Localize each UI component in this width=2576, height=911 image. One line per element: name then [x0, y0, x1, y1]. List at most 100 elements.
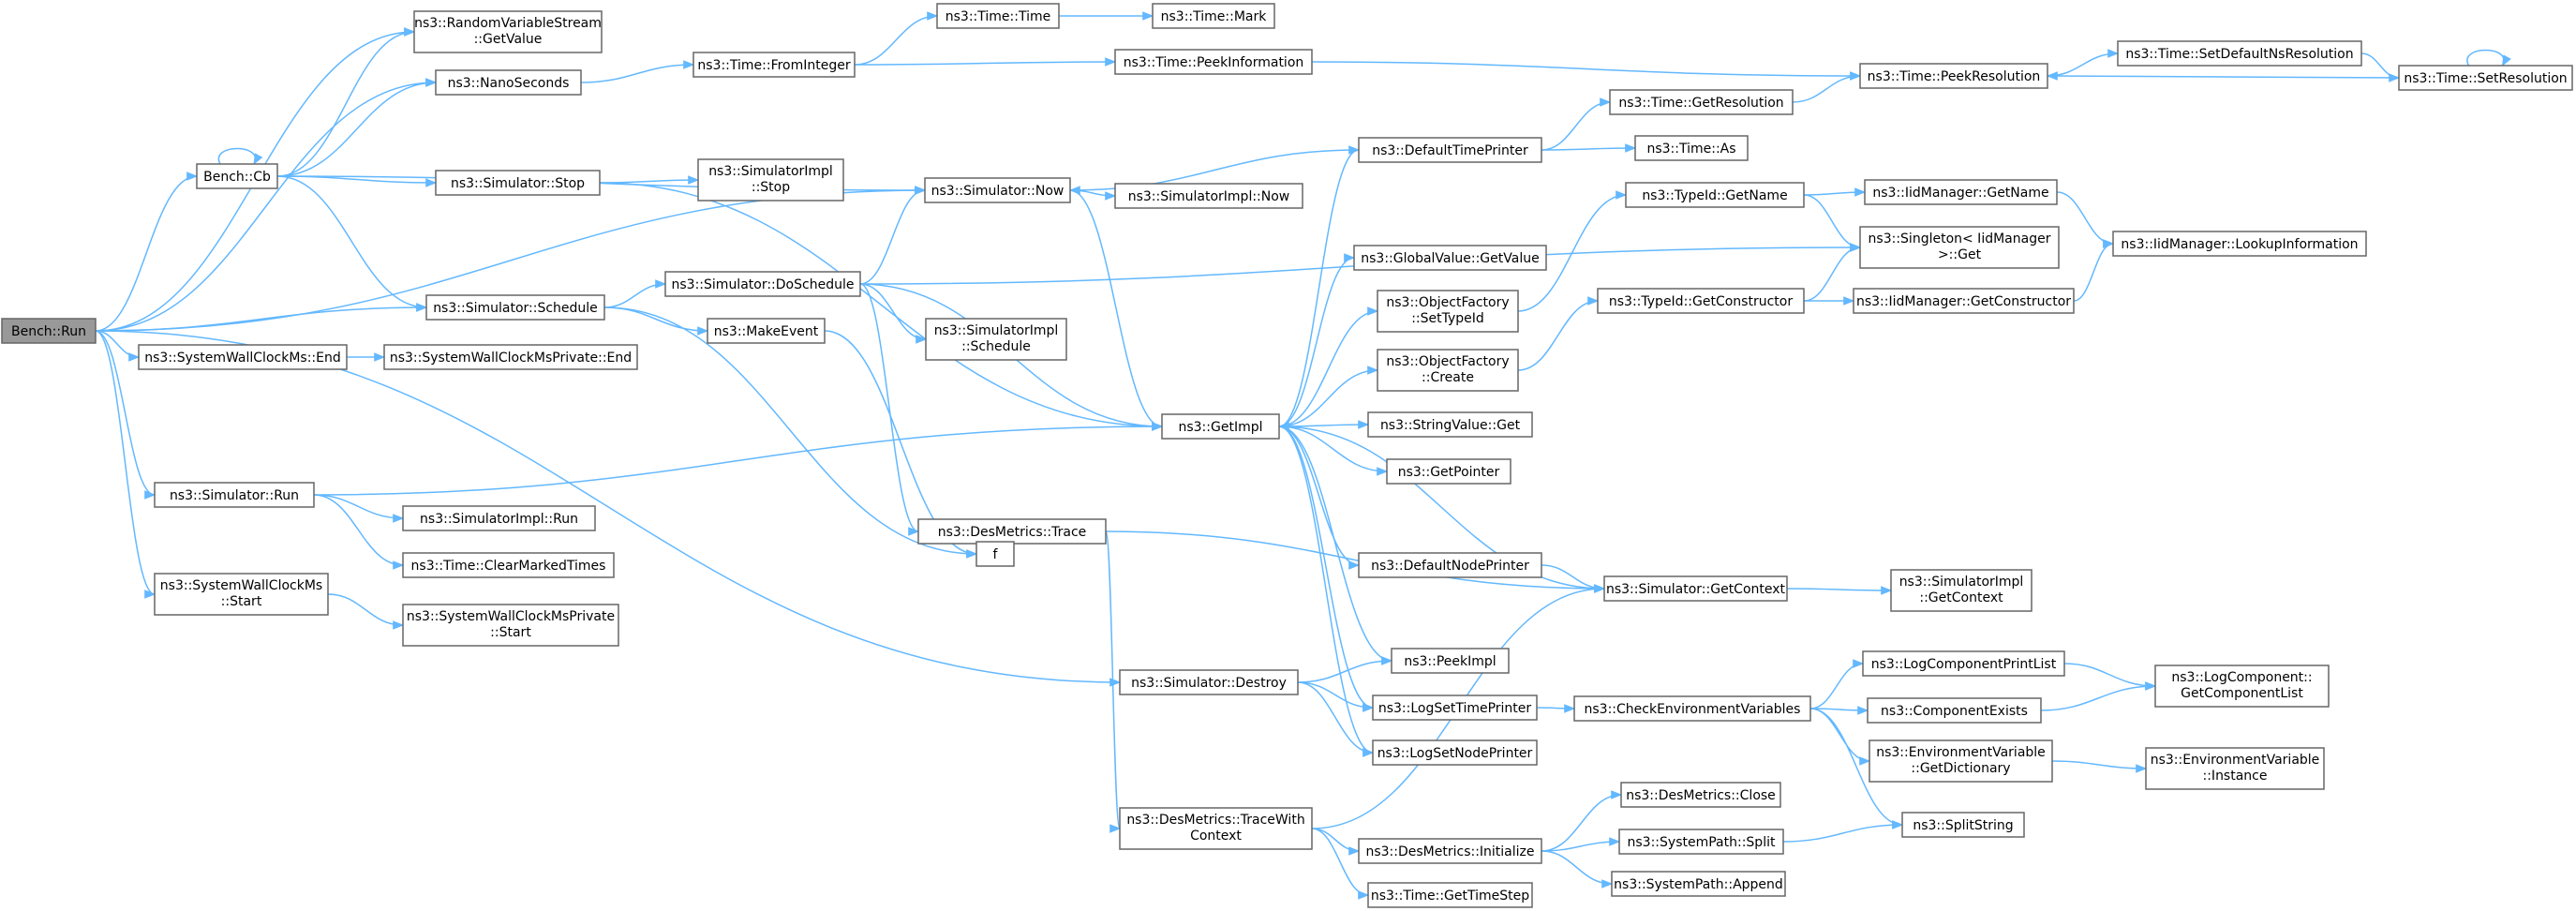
node-swcp-start[interactable]: ns3::SystemWallClockMsPrivate::Start — [402, 604, 619, 647]
node-splitstring[interactable]: ns3::SplitString — [1901, 812, 2025, 838]
node-bench-run[interactable]: Bench::Run — [1, 318, 97, 344]
edge-logcomponentprintlist-to-logcomponent_getlist — [2063, 663, 2157, 691]
node-getpointer[interactable]: ns3::GetPointer — [1386, 458, 1511, 485]
node-sim-now[interactable]: ns3::Simulator::Now — [924, 177, 1071, 203]
node-sim-run[interactable]: ns3::Simulator::Run — [154, 482, 315, 508]
node-simimpl-schedule[interactable]: ns3::SimulatorImpl::Schedule — [925, 318, 1067, 361]
node-stringvalue-get[interactable]: ns3::StringValue::Get — [1367, 411, 1533, 438]
node-time-clearmarked[interactable]: ns3::Time::ClearMarkedTimes — [402, 552, 615, 578]
nodes-layer: Bench::Run Bench::Cb ns3::RandomVariableSt… — [1, 3, 2573, 908]
node-desmetrics-initialize[interactable]: ns3::DesMetrics::Initialize — [1358, 838, 1542, 864]
node-f[interactable]: f — [975, 541, 1015, 567]
node-box — [413, 10, 603, 53]
edge-objfactory_settypeid-to-typeid_getname — [1517, 190, 1628, 312]
node-iid-getconstructor[interactable]: ns3::IidManager::GetConstructor — [1853, 288, 2075, 314]
node-time-mark[interactable]: ns3::Time::Mark — [1152, 3, 1275, 29]
node-box — [1372, 739, 1538, 766]
node-logcomponent-getlist[interactable]: ns3::LogComponent::GetComponentList — [2154, 665, 2330, 708]
node-objfactory-settypeid[interactable]: ns3::ObjectFactory::SetTypeId — [1377, 290, 1519, 333]
edge-time_peekinformation-to-time_peekresolution — [1311, 61, 1862, 81]
node-label: ns3::SimulatorImpl::Now — [1128, 189, 1290, 204]
node-label: ::SetTypeId — [1411, 311, 1484, 326]
node-simimpl-stop[interactable]: ns3::SimulatorImpl::Stop — [697, 158, 844, 202]
node-box — [1386, 458, 1511, 485]
node-label: ns3::SimulatorImpl::Run — [420, 512, 578, 527]
node-defaultnodeprinter[interactable]: ns3::DefaultNodePrinter — [1358, 552, 1542, 578]
node-iid-getname[interactable]: ns3::IidManager::GetName — [1864, 179, 2058, 205]
node-label: ns3::Simulator::Stop — [451, 176, 585, 191]
node-box — [1372, 694, 1538, 721]
node-label: ns3::Time::As — [1646, 142, 1735, 157]
edge-sim_run-to-simimpl_run — [313, 494, 405, 523]
node-label: ns3::SplitString — [1913, 818, 2013, 833]
node-globalvalue-getvalue[interactable]: ns3::GlobalValue::GetValue — [1353, 245, 1547, 271]
node-time-peekresolution[interactable]: ns3::Time::PeekResolution — [1859, 63, 2048, 89]
node-iid-lookupinfo[interactable]: ns3::IidManager::LookupInformation — [2112, 231, 2367, 257]
node-systempath-split[interactable]: ns3::SystemPath::Split — [1618, 829, 1784, 855]
node-nanoseconds[interactable]: ns3::NanoSeconds — [435, 69, 582, 96]
edge-getimpl-to-defaulttimeprinter — [1278, 145, 1361, 427]
node-label: ns3::SystemWallClockMs::End — [144, 351, 340, 366]
node-getimpl[interactable]: ns3::GetImpl — [1161, 413, 1280, 440]
node-label: ns3::SimulatorImpl — [1899, 575, 2024, 590]
node-objfactory-create[interactable]: ns3::ObjectFactory::Create — [1377, 349, 1519, 392]
node-label: GetComponentList — [2181, 686, 2303, 701]
node-logsettimeprinter[interactable]: ns3::LogSetTimePrinter — [1372, 694, 1538, 721]
node-simimpl-getcontext[interactable]: ns3::SimulatorImpl::GetContext — [1890, 569, 2033, 612]
edge-objfactory_create-to-typeid_getconstructor — [1517, 296, 1600, 371]
node-singleton-get[interactable]: ns3::Singleton< IidManager >::Get — [1859, 226, 2060, 269]
node-makeevent[interactable]: ns3::MakeEvent — [707, 318, 826, 344]
node-typeid-getconstructor[interactable]: ns3::TypeId::GetConstructor — [1597, 288, 1805, 314]
node-label: ns3::Simulator::Schedule — [433, 301, 598, 316]
node-peekimpl[interactable]: ns3::PeekImpl — [1391, 648, 1510, 674]
node-time-frominteger[interactable]: ns3::Time::FromInteger — [692, 52, 856, 78]
node-time-time[interactable]: ns3::Time::Time — [936, 3, 1060, 29]
node-bench-cb[interactable]: Bench::Cb — [196, 163, 278, 189]
node-time-setresolution[interactable]: ns3::Time::SetResolution — [2398, 65, 2573, 91]
node-time-setdefaultns[interactable]: ns3::Time::SetDefaultNsResolution — [2117, 40, 2362, 67]
node-simimpl-run[interactable]: ns3::SimulatorImpl::Run — [402, 505, 596, 531]
node-label: ns3::ComponentExists — [1881, 704, 2028, 719]
node-label: ns3::Time::Time — [946, 9, 1050, 24]
node-sim-schedule[interactable]: ns3::Simulator::Schedule — [425, 294, 605, 321]
node-envvar-instance[interactable]: ns3::EnvironmentVariable::Instance — [2145, 747, 2325, 790]
node-sim-getcontext[interactable]: ns3::Simulator::GetContext — [1603, 575, 1788, 602]
edge-sim_destroy-to-logsettimeprinter — [1297, 681, 1375, 712]
node-defaulttimeprinter[interactable]: ns3::DefaultTimePrinter — [1358, 137, 1542, 163]
node-label: ns3::SystemWallClockMsPrivate::End — [390, 351, 632, 366]
node-typeid-getname[interactable]: ns3::TypeId::GetName — [1625, 182, 1805, 208]
edge-sim_getcontext-to-getimpl — [1277, 422, 1605, 590]
node-logcomponentprintlist[interactable]: ns3::LogComponentPrintList — [1862, 650, 2065, 677]
node-swc-start[interactable]: ns3::SystemWallClockMs::Start — [154, 573, 329, 616]
node-desmetrics-close[interactable]: ns3::DesMetrics::Close — [1620, 782, 1781, 808]
node-label: ns3::Simulator::GetContext — [1606, 582, 1786, 597]
node-logsetnodeprinter[interactable]: ns3::LogSetNodePrinter — [1372, 739, 1538, 766]
node-simimpl-now[interactable]: ns3::SimulatorImpl::Now — [1114, 183, 1303, 209]
edge-time_setresolution-to-time_peekresolution — [2046, 71, 2400, 81]
node-time-as[interactable]: ns3::Time::As — [1634, 135, 1749, 161]
node-label: ns3::SimulatorImpl — [708, 164, 833, 179]
node-swcp-end[interactable]: ns3::SystemWallClockMsPrivate::End — [383, 344, 638, 370]
node-sim-destroy[interactable]: ns3::Simulator::Destroy — [1119, 669, 1299, 695]
node-box — [1573, 695, 1811, 722]
node-rvs-getvalue[interactable]: ns3::RandomVariableStream::GetValue — [413, 10, 603, 53]
node-componentexists[interactable]: ns3::ComponentExists — [1867, 697, 2042, 724]
node-systempath-append[interactable]: ns3::SystemPath::Append — [1611, 871, 1786, 897]
node-time-gettimestep[interactable]: ns3::Time::GetTimeStep — [1367, 882, 1533, 908]
node-desmetrics-trace[interactable]: ns3::DesMetrics::Trace — [917, 518, 1107, 545]
node-swc-end[interactable]: ns3::SystemWallClockMs::End — [138, 344, 348, 370]
node-checkenvvars[interactable]: ns3::CheckEnvironmentVariables — [1573, 695, 1811, 722]
node-box — [1391, 648, 1510, 674]
node-envvar-getdictionary[interactable]: ns3::EnvironmentVariable::GetDictionary — [1869, 739, 2053, 783]
node-sim-stop[interactable]: ns3::Simulator::Stop — [435, 170, 601, 196]
node-sim-doschedule[interactable]: ns3::Simulator::DoSchedule — [664, 271, 861, 297]
node-box — [402, 505, 596, 531]
node-label: ns3::TypeId::GetName — [1642, 188, 1787, 203]
node-time-getresolution[interactable]: ns3::Time::GetResolution — [1609, 89, 1794, 115]
edge-bench_cb-to-sim_stop — [276, 175, 438, 187]
node-time-peekinformation[interactable]: ns3::Time::PeekInformation — [1114, 49, 1313, 75]
node-box — [2117, 40, 2362, 67]
node-label: ns3::Time::SetResolution — [2404, 71, 2567, 86]
node-label: ns3::NanoSeconds — [448, 76, 570, 91]
